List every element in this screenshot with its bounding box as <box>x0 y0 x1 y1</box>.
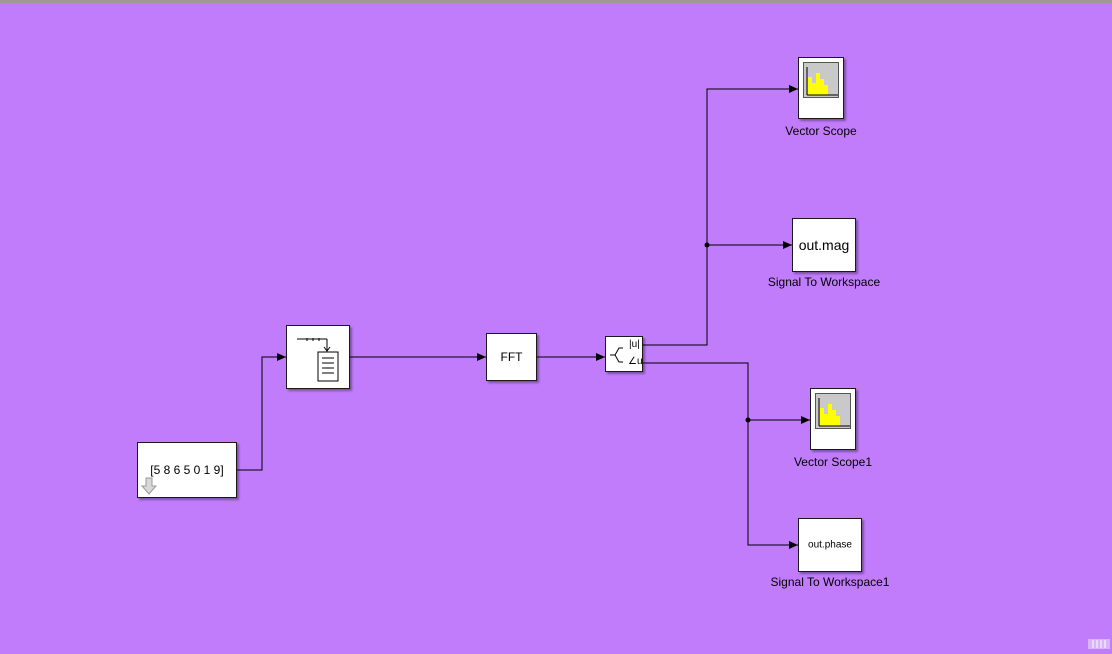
signal-line-constant-buffer[interactable] <box>237 353 286 471</box>
signal-to-workspace1-label: Signal To Workspace1 <box>770 575 890 589</box>
signal-to-workspace-label: Signal To Workspace <box>767 275 881 289</box>
port-label-angle: ∠u <box>628 356 643 367</box>
branch-point-angle <box>745 417 751 423</box>
vector-scope-block[interactable] <box>798 57 844 119</box>
signal-line-mag-vector-scope[interactable] <box>643 85 798 346</box>
buffer-block[interactable] <box>286 325 350 389</box>
vector-scope1-label: Vector Scope1 <box>793 455 873 469</box>
complex-to-magnitude-angle-icon <box>610 347 623 363</box>
workspace-mag-variable: out.mag <box>798 237 850 253</box>
branch-point-mag <box>704 242 710 248</box>
workspace-phase-variable: out.phase <box>808 539 852 551</box>
signal-to-workspace-mag-block[interactable]: out.mag <box>792 218 856 272</box>
vector-scope-label: Vector Scope <box>785 124 857 138</box>
fft-block[interactable]: FFT <box>486 333 537 381</box>
constant-block[interactable]: [5 8 6 5 0 1 9] <box>137 442 237 498</box>
port-label-magnitude: |u| <box>629 339 640 350</box>
complex-to-mag-angle-block[interactable]: |u| ∠u <box>605 336 643 372</box>
resize-grip-icon[interactable] <box>1088 639 1110 649</box>
buffer-icon <box>297 338 339 382</box>
vector-scope1-block[interactable] <box>810 388 856 450</box>
signal-to-workspace-phase-block[interactable]: out.phase <box>798 518 862 572</box>
down-arrow-icon <box>141 477 157 495</box>
vector-scope1-icon <box>815 393 851 429</box>
signal-line-angle-vector-scope1[interactable] <box>643 362 810 424</box>
vector-scope-icon <box>803 62 839 98</box>
signal-lines <box>237 85 810 549</box>
fft-label: FFT <box>500 350 523 364</box>
constant-value: [5 8 6 5 0 1 9] <box>150 463 224 477</box>
signal-line-angle-workspace[interactable] <box>747 420 798 549</box>
